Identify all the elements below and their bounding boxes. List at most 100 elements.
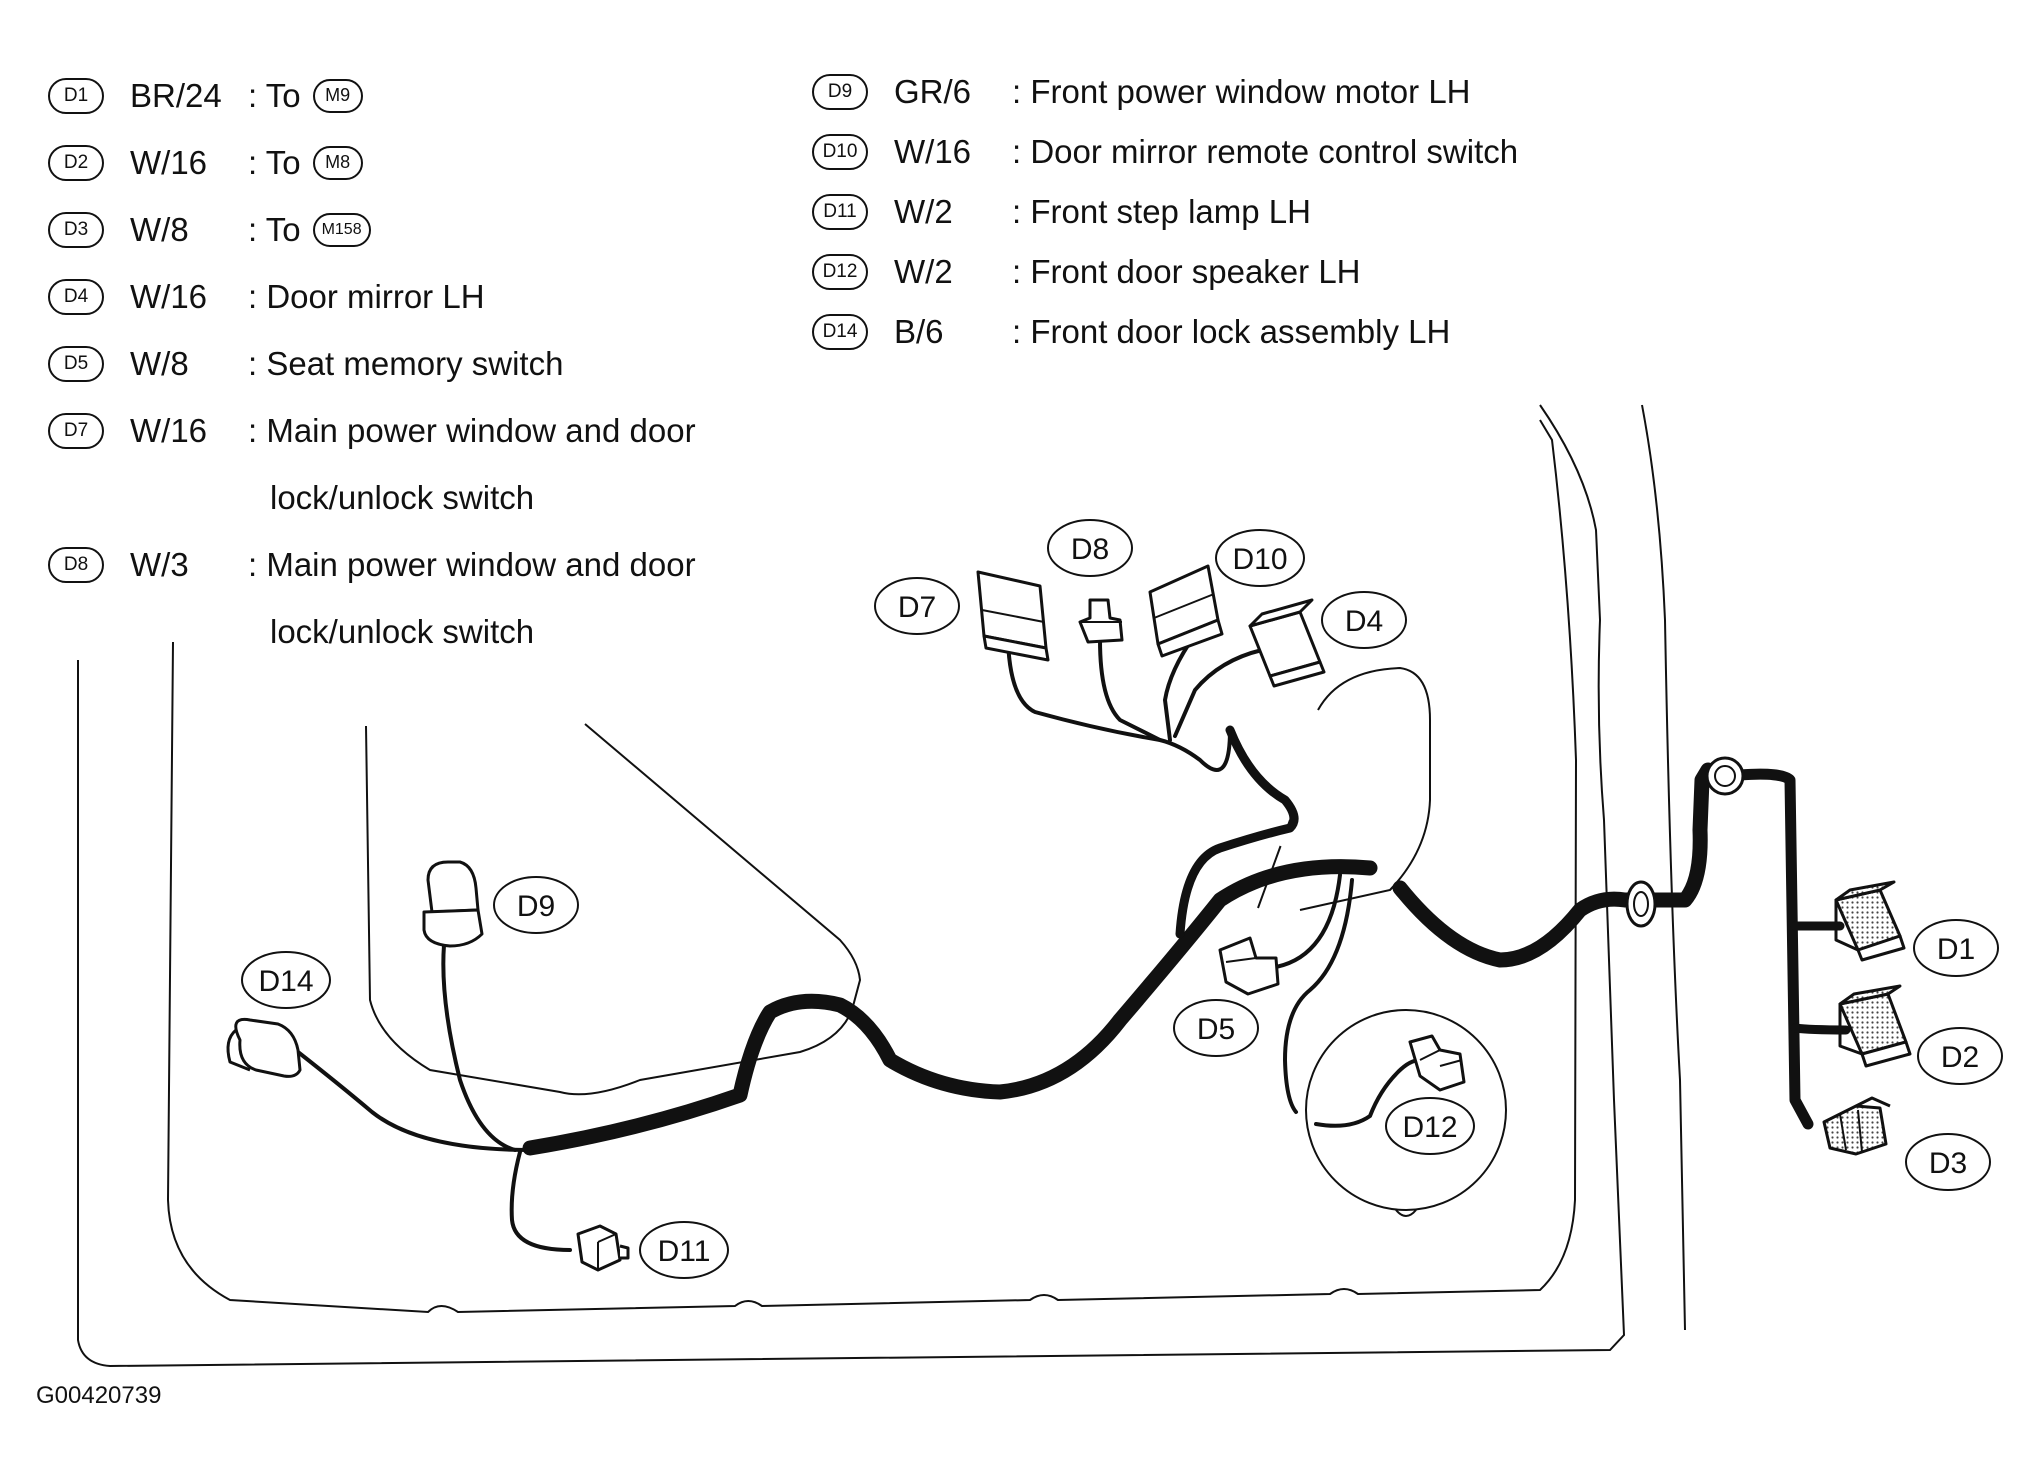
callout-d5: D5 xyxy=(1173,999,1259,1057)
connector-description-continued: lock/unlock switch xyxy=(270,612,535,650)
callout-d9: D9 xyxy=(493,876,579,934)
harness-grommet-run xyxy=(1392,762,1716,968)
connector-description: : Front door speaker LH xyxy=(1012,253,1361,290)
callout-d10: D10 xyxy=(1215,529,1305,587)
legend-row-d1: D1 BR/24 : To M9 xyxy=(48,62,696,129)
legend-row-d12: D12 W/2 : Front door speaker LH xyxy=(812,242,1518,302)
connector-d3 xyxy=(1822,1096,1891,1156)
grommets xyxy=(1625,756,1745,928)
connector-d9 xyxy=(422,860,484,948)
connector-description: : Front power window motor LH xyxy=(1012,73,1471,110)
callout-text: D14 xyxy=(258,965,313,998)
legend-row-d4: D4 W/16 : Door mirror LH xyxy=(48,263,696,330)
wire-spec: W/8 xyxy=(130,344,189,382)
legend-row-d14: D14 B/6 : Front door lock assembly LH xyxy=(812,302,1518,362)
connector-description: : Main power window and door xyxy=(248,545,696,583)
connector-description: : Door mirror remote control switch xyxy=(1012,133,1519,170)
figure-code: G00420739 xyxy=(36,1382,162,1409)
connector-d2 xyxy=(1838,984,1912,1068)
wire-spec: W/2 xyxy=(894,193,953,230)
harness-trunk xyxy=(522,859,1378,1156)
callout-d1: D1 xyxy=(1913,919,1999,977)
connector-d11 xyxy=(576,1224,630,1272)
main-harness xyxy=(522,725,1851,1156)
target-connector-badge: M8 xyxy=(312,145,363,180)
connector-badge: D5 xyxy=(48,345,104,382)
connector-badge: D3 xyxy=(48,211,104,248)
wire-spec: W/16 xyxy=(894,133,972,170)
connector-badge: D4 xyxy=(48,278,104,315)
wire-spec: W/16 xyxy=(130,143,208,181)
callout-text: D1 xyxy=(1937,933,1975,966)
connector-badge: D11 xyxy=(812,194,868,230)
door-outline xyxy=(77,404,1686,1368)
callout-text: D7 xyxy=(898,591,936,624)
callout-text: D3 xyxy=(1929,1147,1967,1180)
wire-spec: BR/24 xyxy=(130,76,222,114)
connector-d5 xyxy=(1218,936,1280,996)
legend-row-d9: D9 GR/6 : Front power window motor LH xyxy=(812,62,1518,122)
wire-spec: W/16 xyxy=(130,411,208,449)
callout-d14: D14 xyxy=(241,951,331,1009)
wire-spec: W/2 xyxy=(894,253,953,290)
connectors xyxy=(226,564,1912,1272)
door-inner-panel xyxy=(166,419,1578,1314)
callout-text: D8 xyxy=(1071,533,1109,566)
legend-row-d7: D7 W/16 : Main power window and door xyxy=(48,397,696,464)
legend-row-d8: D8 W/3 : Main power window and door xyxy=(48,531,696,598)
connector-description: : To xyxy=(248,76,301,114)
callout-labels: D7 D8 D10 D4 D9 D14 D11 D5 xyxy=(241,519,2003,1279)
connector-badge: D7 xyxy=(48,412,104,449)
wire-spec: W/3 xyxy=(130,545,189,583)
branch-wires xyxy=(296,633,1422,1252)
wire-d9 xyxy=(441,943,517,1152)
connector-description-continued: lock/unlock switch xyxy=(270,478,535,516)
connector-description: : To xyxy=(248,210,301,248)
connector-badge: D2 xyxy=(48,144,104,181)
callout-d8: D8 xyxy=(1047,519,1133,577)
connector-description: : To xyxy=(248,143,301,181)
dashed-trim-line xyxy=(1257,819,1291,909)
callout-text: D12 xyxy=(1402,1111,1457,1144)
callout-d7: D7 xyxy=(874,577,960,635)
legend-row-d5: D5 W/8 : Seat memory switch xyxy=(48,330,696,397)
harness-upper-branch xyxy=(1175,725,1299,939)
connector-badge: D8 xyxy=(48,546,104,583)
callout-text: D4 xyxy=(1345,605,1383,638)
wire-d14 xyxy=(296,1050,532,1152)
harness-vertical-run xyxy=(1734,768,1814,1130)
connector-d7 xyxy=(976,570,1050,662)
connector-badge: D14 xyxy=(812,314,868,350)
armrest-outline xyxy=(1299,666,1431,911)
callout-d3: D3 xyxy=(1905,1133,1991,1191)
wire-spec: W/8 xyxy=(130,210,189,248)
connector-d12 xyxy=(1408,1034,1466,1092)
wire-spec: W/16 xyxy=(130,277,208,315)
connector-d4 xyxy=(1248,598,1326,688)
legend-row-d11: D11 W/2 : Front step lamp LH xyxy=(812,182,1518,242)
legend-left: D1 BR/24 : To M9 D2 W/16 : To M8 D3 W/8 … xyxy=(48,62,696,665)
legend-row-d7-continued: lock/unlock switch xyxy=(48,464,696,531)
connector-badge: D12 xyxy=(812,254,868,290)
connector-description: : Front step lamp LH xyxy=(1012,193,1311,230)
callout-d11: D11 xyxy=(639,1221,729,1279)
target-connector-badge: M158 xyxy=(312,212,371,247)
callout-text: D5 xyxy=(1197,1013,1235,1046)
connector-badge: D1 xyxy=(48,77,104,114)
legend-right: D9 GR/6 : Front power window motor LH D1… xyxy=(812,62,1518,362)
legend-row-d10: D10 W/16 : Door mirror remote control sw… xyxy=(812,122,1518,182)
callout-text: D9 xyxy=(517,890,555,923)
connector-description: : Main power window and door xyxy=(248,411,696,449)
wire-d5 xyxy=(1268,873,1342,970)
callout-text: D2 xyxy=(1941,1041,1979,1074)
speaker-outline xyxy=(1305,1009,1507,1217)
connector-description: : Seat memory switch xyxy=(248,344,564,382)
connector-description: : Door mirror LH xyxy=(248,277,485,315)
door-outer-edge xyxy=(77,404,1626,1368)
wire-spec: GR/6 xyxy=(894,73,972,110)
callout-d12: D12 xyxy=(1385,1097,1475,1155)
callout-text: D11 xyxy=(658,1235,711,1268)
wire-d4 xyxy=(1173,648,1264,738)
connector-description: : Front door lock assembly LH xyxy=(1012,313,1451,350)
